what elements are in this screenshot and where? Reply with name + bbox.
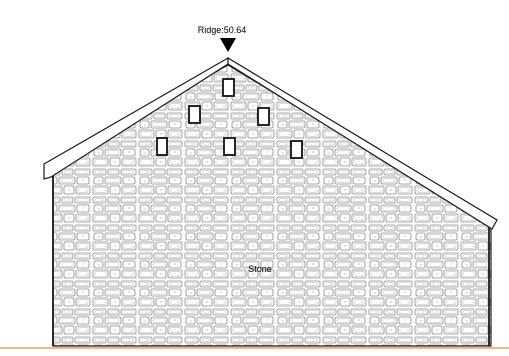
window — [156, 137, 168, 156]
ridge-label: Ridge:50.64 — [198, 25, 247, 35]
window — [223, 137, 236, 156]
gable-wall — [52, 64, 492, 347]
roof-verge-left — [43, 56, 229, 180]
window — [188, 105, 201, 124]
gable-windows — [156, 78, 303, 159]
window — [257, 107, 270, 126]
window — [222, 78, 235, 97]
ridge-marker-icon — [220, 38, 236, 52]
roof-verge-right — [227, 56, 498, 230]
window — [290, 140, 303, 159]
material-label: Stone — [248, 264, 272, 274]
